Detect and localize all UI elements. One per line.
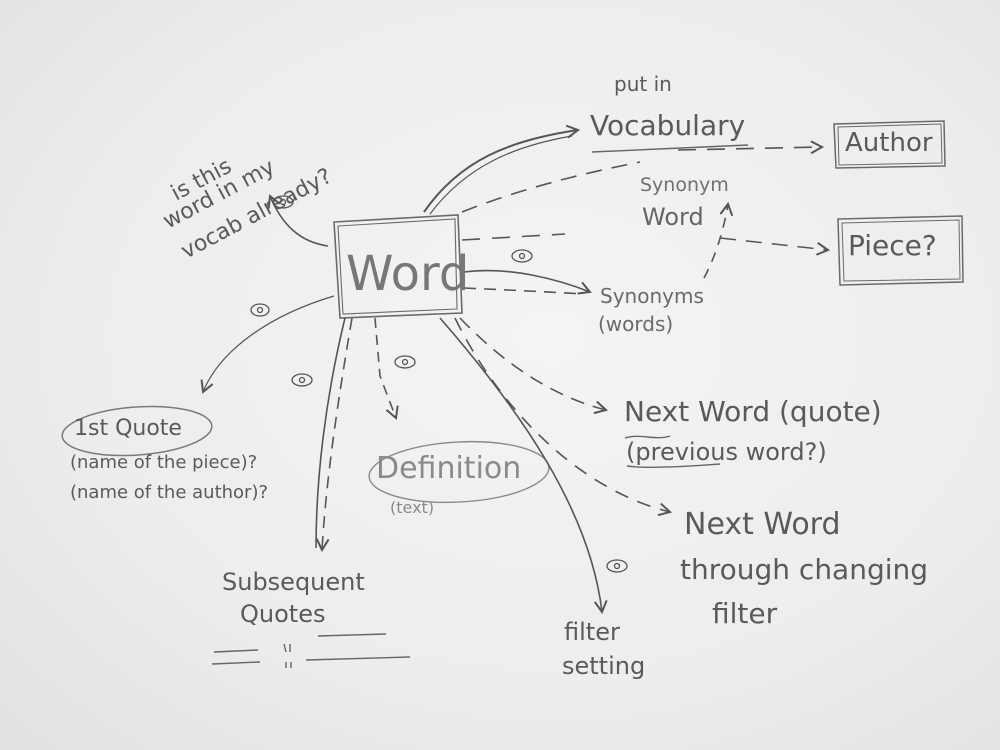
definition-text-label: (text) (390, 498, 435, 517)
author-name-label: (name of the author)? (70, 482, 269, 503)
arrow-synonym-word-to-piece (719, 237, 831, 256)
quotes-marks (283, 643, 292, 668)
next-word-filter-label-2: through changing (680, 553, 929, 586)
arrow-to-synonyms-dashed (463, 287, 585, 295)
arrow-vocabulary-to-author (677, 140, 825, 155)
eye-icon (511, 249, 533, 263)
quotes-line-3 (317, 633, 387, 637)
filter-setting-label-1: filter (564, 618, 620, 646)
piece-box (837, 215, 964, 286)
arrow-to-first-quote (200, 295, 335, 394)
definition-ellipse (368, 440, 550, 504)
arrow-word-to-synonym-word (461, 161, 641, 213)
synonyms-label-2: (words) (598, 312, 674, 336)
eye-icon (291, 373, 313, 387)
piece-name-label: (name of the piece)? (70, 452, 258, 473)
subsequent-quotes-label-1: Subsequent (222, 568, 365, 596)
next-word-quote-label: Next Word (quote) (624, 395, 882, 428)
vocabulary-label: Vocabulary (590, 109, 746, 142)
filter-setting-label-2: setting (562, 652, 646, 680)
word-box (333, 214, 463, 319)
arrow-to-vocabulary (423, 124, 581, 213)
synonyms-label-1: Synonyms (600, 284, 704, 308)
previous-underline (626, 463, 721, 468)
eye-icon (272, 195, 294, 209)
quotes-line-4 (305, 656, 411, 661)
first-quote-ellipse (61, 405, 213, 457)
subsequent-quotes-label-2: Quotes (240, 600, 326, 628)
author-label: Author (845, 128, 933, 158)
arrow-word-to-piece (461, 233, 566, 241)
arrow-to-next-word-filter (454, 317, 673, 517)
arrow-synonyms-to-synonym-word (703, 201, 734, 279)
quotes-line-1 (213, 649, 259, 653)
next-underline (624, 435, 671, 439)
definition-label: Definition (376, 451, 522, 486)
author-box (833, 120, 946, 169)
next-word-filter-label-3: filter (712, 597, 778, 630)
word-label: Word (346, 246, 470, 302)
eye-icon (394, 355, 416, 369)
previous-word-label: (previous word?) (626, 438, 827, 466)
eye-icon (250, 303, 270, 317)
arrow-to-subsequent-quotes-solid (315, 317, 346, 549)
synonym-word-label-1: Synonym (640, 174, 729, 196)
arrow-to-definition (374, 317, 399, 420)
eye-icon (606, 559, 628, 573)
synonym-word-label-2: Word (642, 203, 704, 231)
arrow-to-synonyms-solid (463, 269, 592, 295)
arrow-to-subsequent-quotes-dashed (315, 317, 353, 553)
first-quote-label: 1st Quote (74, 416, 182, 441)
piece-label: Piece? (848, 229, 937, 262)
put-in-note: put in (614, 72, 672, 96)
quotes-line-2 (211, 661, 261, 665)
arrow-to-filter-setting (439, 317, 608, 615)
next-word-filter-label-1: Next Word (684, 507, 841, 542)
vocabulary-underline (591, 144, 749, 153)
